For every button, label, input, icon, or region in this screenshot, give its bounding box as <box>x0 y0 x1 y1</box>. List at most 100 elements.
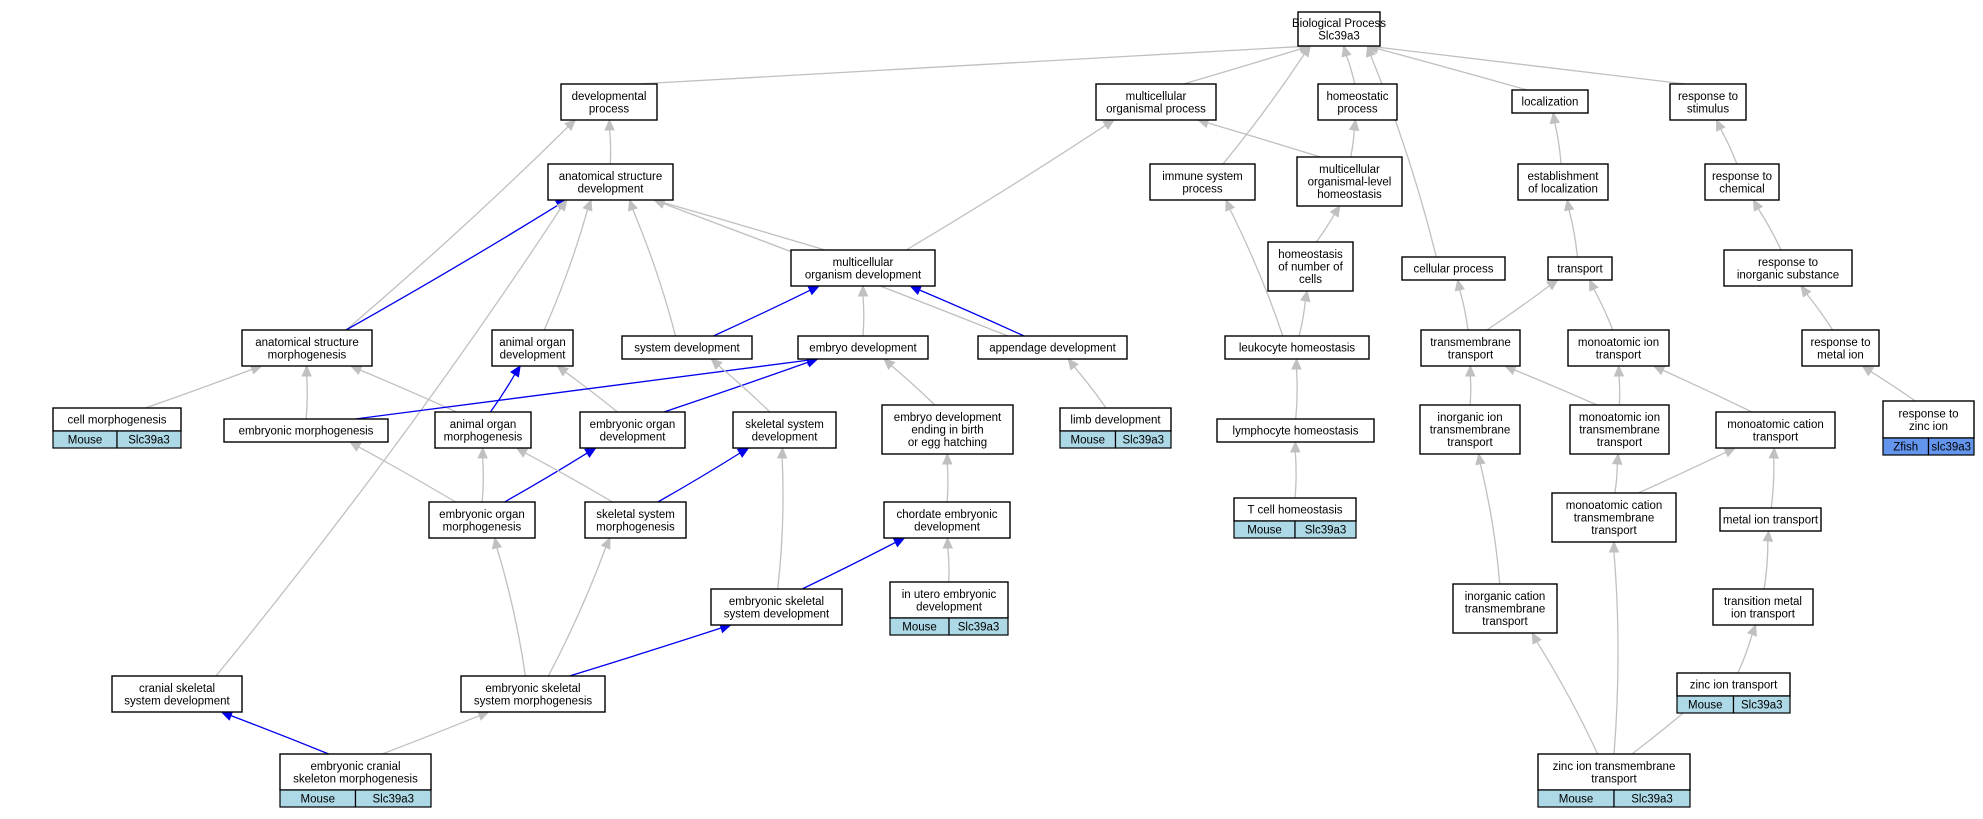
go-term-metaltrans[interactable]: metal ion transport <box>1719 507 1822 532</box>
term-box <box>790 249 936 287</box>
edge-emborgdev-to-embdev <box>663 361 809 413</box>
term-label-line: anatomical structure <box>559 171 663 183</box>
go-term-embdev[interactable]: embryo development <box>797 335 929 360</box>
term-label-line: Biological Process <box>1292 18 1386 30</box>
edge-inutero-to-chordemb <box>947 547 950 583</box>
species-label: Zfish <box>1893 442 1918 454</box>
edge-transmetal-to-metaltrans <box>1763 540 1769 590</box>
term-label-line: cells <box>1299 274 1322 286</box>
go-term-transport[interactable]: transport <box>1547 256 1613 281</box>
term-box <box>881 404 1014 455</box>
edge-inorgiontm-to-tmtrans <box>1469 375 1472 406</box>
go-term-leukhomeo[interactable]: leukocyte homeostasis <box>1224 335 1370 360</box>
go-term-cellproc[interactable]: cellular process <box>1401 256 1506 281</box>
go-term-embmorph[interactable]: embryonic morphogenesis <box>223 418 389 443</box>
term-label-line: stimulus <box>1687 103 1729 115</box>
edge-embskeldev-to-skelsysdev <box>777 457 784 590</box>
term-box <box>710 588 843 626</box>
edge-immune-to-bp <box>1222 53 1305 165</box>
arrowhead-skelsysmorph-to-animorgmorph <box>515 447 529 458</box>
arrowhead-anatdev-to-devproc <box>604 118 615 131</box>
term-label-line: monoatomic cation <box>1566 500 1663 512</box>
edge-emborgmorph-to-embmorph <box>358 446 456 503</box>
gene-label: Slc39a3 <box>1631 794 1673 806</box>
term-label-line: development <box>914 521 981 533</box>
edge-cranskel-to-anatdev <box>215 207 562 677</box>
term-box <box>279 753 432 791</box>
go-term-appdev[interactable]: appendage development <box>977 335 1128 360</box>
term-label-line: metal ion <box>1817 349 1864 361</box>
gene-cell <box>1613 789 1691 808</box>
term-label-line: or egg hatching <box>908 437 987 449</box>
term-label-line: skeletal system <box>745 419 824 431</box>
go-term-localization[interactable]: localization <box>1511 89 1589 114</box>
term-box <box>1551 492 1677 543</box>
term-label-line: morphogenesis <box>443 521 522 533</box>
edge-cellproc-to-bp <box>1370 55 1437 258</box>
term-label-line: appendage development <box>989 343 1116 355</box>
nodes-layer: Biological ProcessSlc39a3developmentalpr… <box>52 11 1975 808</box>
edge-respstim-to-bp <box>1377 46 1686 85</box>
edge-skelsysmorph-to-animorgmorph <box>525 452 613 503</box>
go-term-sysdev[interactable]: system development <box>621 335 753 360</box>
gene-label: Slc39a3 <box>372 794 414 806</box>
edge-limbdev-to-appdev <box>1073 366 1107 409</box>
edge-emborgdev-to-animorgdev <box>565 371 618 413</box>
arrowhead-skelsysdev-to-sysdev <box>710 358 723 370</box>
species-label: Mouse <box>1688 700 1723 712</box>
term-label-line: embryonic cranial <box>310 761 400 773</box>
term-label-line: process <box>1337 103 1378 115</box>
go-term-lymphhomeo[interactable]: lymphocyte homeostasis <box>1216 418 1375 443</box>
edge-embcranial-to-cranskel <box>230 715 329 755</box>
edge-sysdev-to-mcorgdev <box>713 289 811 337</box>
term-label-line: establishment <box>1528 171 1600 183</box>
edge-mcorghomeo-to-homeoproc <box>1350 129 1355 158</box>
edge-anatmorph-to-anatdev <box>345 204 559 331</box>
term-box <box>1715 411 1836 449</box>
term-label-line: organismal-level <box>1308 177 1392 189</box>
arrowhead-mcorghomeo-to-homeoproc <box>1348 118 1360 132</box>
